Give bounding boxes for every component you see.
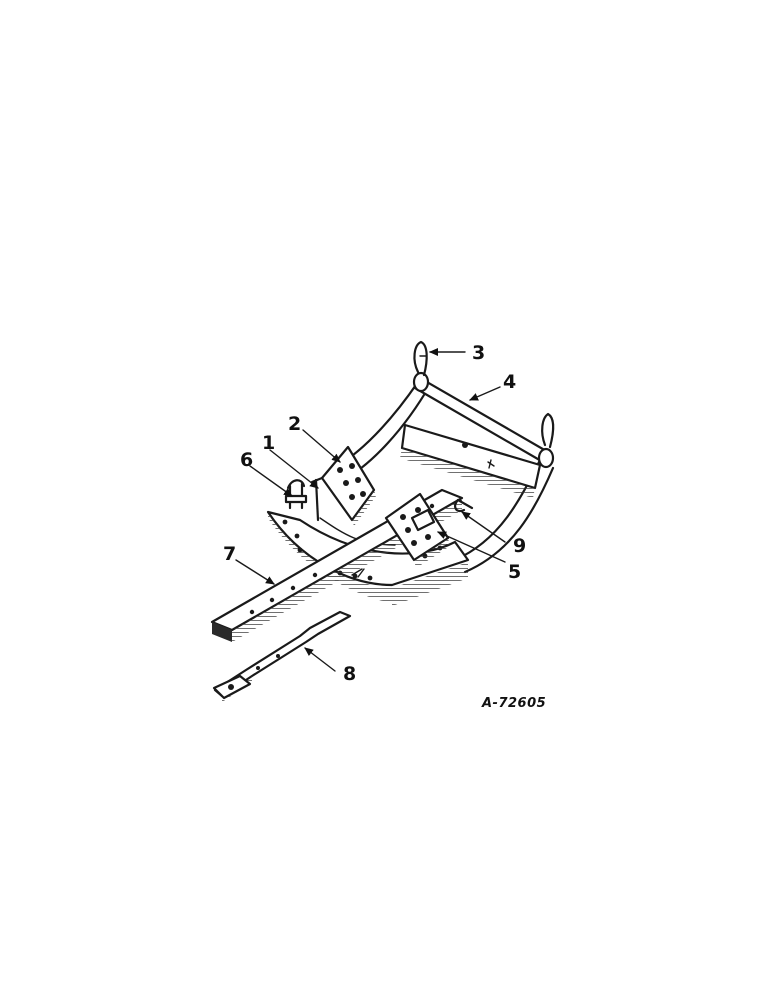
callout-7: 7: [223, 543, 236, 565]
offset-hitch: [212, 610, 352, 702]
callout-labels: 1 2 3 4 5 6 7 8 9: [223, 342, 526, 685]
callout-2: 2: [288, 413, 301, 435]
hairpin-cotter-left: [413, 340, 428, 377]
callout-9: 9: [513, 535, 526, 557]
callout-5: 5: [508, 561, 521, 583]
hairpin-cotter-right: [541, 412, 555, 449]
drawing-number: A-72605: [481, 696, 546, 711]
cotter-pin: [454, 498, 474, 513]
drawbar-frame: [266, 380, 555, 606]
clamp-plate-upper: [320, 445, 376, 526]
callout-3: 3: [472, 342, 485, 364]
pivot-pin: [412, 371, 555, 469]
leader-lines: [235, 348, 506, 672]
callout-8: 8: [343, 663, 356, 685]
callout-4: 4: [503, 371, 516, 393]
callout-6: 6: [240, 449, 253, 471]
callout-1: 1: [262, 432, 275, 454]
clamp-plate-lower: [384, 492, 450, 568]
